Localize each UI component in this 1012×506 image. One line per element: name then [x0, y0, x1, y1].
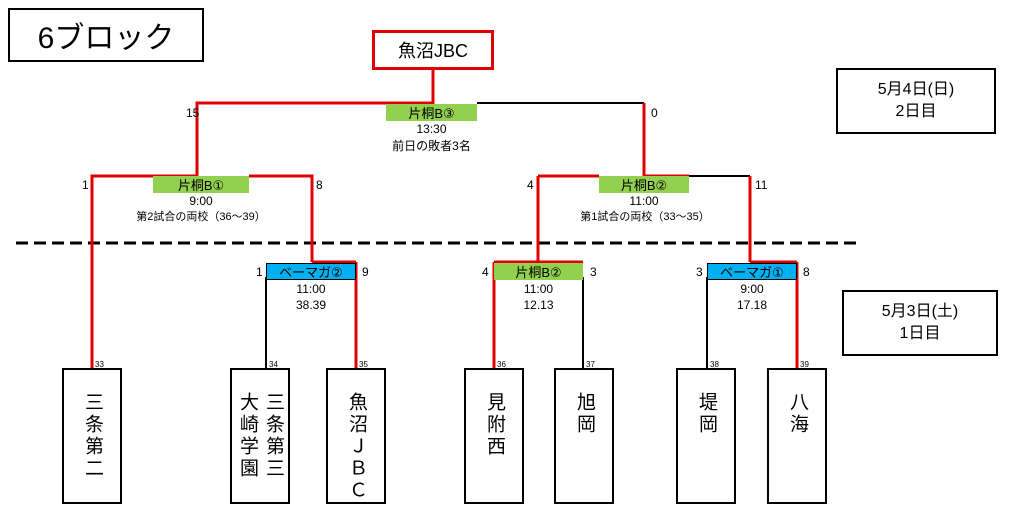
semi-right-note: 第1試合の両校（33～35）: [580, 211, 710, 223]
team-name-39: 八海: [787, 392, 808, 436]
day2-box: 5月4日(日) 2日目: [836, 68, 996, 134]
day1-box: 5月3日(土) 1日目: [842, 290, 998, 356]
semi-right-score-right: 11: [755, 178, 768, 192]
r1b-note: 12.13: [523, 298, 554, 312]
semi-right-venue: 片桐B②: [599, 176, 689, 193]
team-num-33: 33: [95, 360, 104, 369]
r1a-score-left: 1: [256, 265, 263, 279]
semi-left-score-right: 8: [316, 178, 323, 192]
team-num-36: 36: [497, 360, 506, 369]
final-time: 13:30: [416, 122, 447, 136]
team-box-35: 魚沼ＪＢＣ: [326, 368, 386, 504]
team-box-39: 八海: [767, 368, 827, 504]
r1c-score-right: 8: [803, 265, 810, 279]
semi-left-score-left: 1: [82, 178, 89, 192]
day1-label: 1日目: [899, 325, 941, 342]
block-title: 6ブロック: [8, 8, 204, 62]
team-box-33: 三条第二: [62, 368, 122, 504]
day1-date: 5月3日(土): [881, 303, 959, 320]
final-venue: 片桐B③: [386, 104, 477, 121]
r1c-score-left: 3: [696, 265, 703, 279]
team-name-35: 魚沼ＪＢＣ: [346, 392, 367, 502]
final-note: 前日の敗者3名: [392, 139, 471, 153]
r1c-note: 17.18: [736, 298, 768, 312]
team-box-38: 堤岡: [676, 368, 736, 504]
team-name-37: 旭岡: [574, 392, 595, 436]
team-num-38: 38: [710, 360, 719, 369]
r1a-venue: ベーマガ②: [266, 263, 356, 280]
r1c-time: 9:00: [740, 282, 764, 296]
team-num-35: 35: [359, 360, 368, 369]
r1a-score-right: 9: [362, 265, 369, 279]
bracket-lines-black: [249, 102, 797, 368]
r1b-score-right: 3: [590, 265, 597, 279]
day2-date: 5月4日(日): [877, 81, 955, 98]
r1a-time: 11:00: [296, 282, 326, 296]
team-box-34: 三条第三 大崎学園: [230, 368, 290, 504]
final-score-left: 15: [186, 106, 200, 120]
r1b-time: 11:00: [523, 282, 554, 296]
champion-box: 魚沼JBC: [372, 30, 494, 70]
day2-label: 2日目: [895, 103, 937, 120]
team-name-33: 三条第二: [82, 392, 103, 480]
team-name-34-b: 大崎学園: [237, 392, 258, 480]
team-box-36: 見附西: [464, 368, 524, 504]
semi-left-time: 9:00: [189, 194, 213, 208]
r1c-venue: ベーマガ①: [707, 263, 797, 280]
semi-right-time: 11:00: [629, 194, 659, 208]
r1a-note: 38.39: [295, 298, 327, 312]
team-name-38: 堤岡: [696, 392, 717, 436]
r1b-venue: 片桐B②: [494, 263, 583, 280]
semi-left-note: 第2試合の両校（36～39）: [136, 211, 266, 223]
team-num-39: 39: [800, 360, 809, 369]
team-num-34: 34: [269, 360, 278, 369]
team-num-37: 37: [586, 360, 595, 369]
team-name-34-a: 三条第三: [263, 392, 284, 480]
semi-right-score-left: 4: [527, 178, 534, 192]
team-box-37: 旭岡: [554, 368, 614, 504]
final-score-right: 0: [651, 106, 658, 120]
r1b-score-left: 4: [482, 265, 489, 279]
team-name-36: 見附西: [484, 392, 505, 458]
semi-left-venue: 片桐B①: [153, 176, 249, 193]
